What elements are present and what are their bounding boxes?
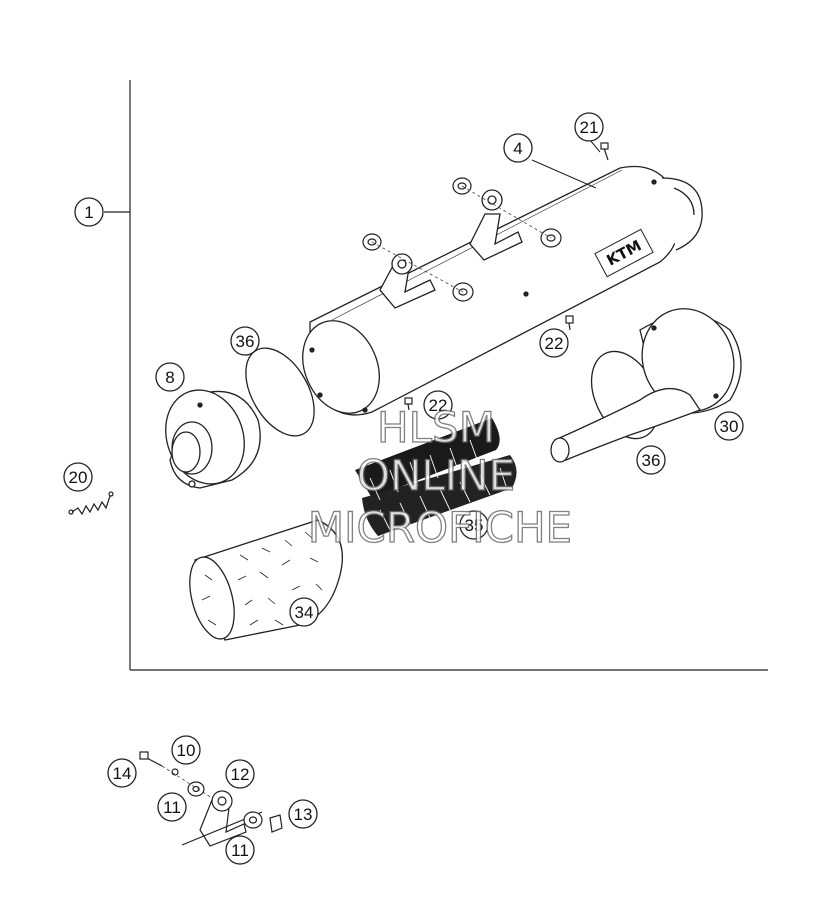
- callout-11-bottom: 11: [225, 835, 255, 865]
- svg-text:30: 30: [720, 417, 739, 436]
- svg-text:22: 22: [429, 396, 448, 415]
- svg-text:22: 22: [545, 334, 564, 353]
- svg-text:11: 11: [163, 798, 181, 817]
- screw-22-bottom: [404, 397, 413, 411]
- end-cap-8: [165, 389, 261, 489]
- svg-text:MICROFICHE: MICROFICHE: [308, 503, 572, 552]
- svg-text:12: 12: [231, 765, 250, 784]
- screw-22-top: [565, 315, 574, 331]
- leader-lines: [531, 139, 601, 189]
- svg-text:35: 35: [465, 516, 484, 535]
- svg-text:11: 11: [231, 841, 249, 860]
- damping-wool-35: [355, 418, 517, 536]
- callout-30: 30: [714, 411, 744, 441]
- svg-text:8: 8: [165, 368, 174, 387]
- callout-22-bottom: 22: [423, 390, 453, 420]
- callout-20: 20: [63, 462, 93, 492]
- svg-text:1: 1: [84, 203, 93, 222]
- callout-11-top: 11: [157, 792, 187, 822]
- svg-text:20: 20: [69, 468, 88, 487]
- svg-text:14: 14: [113, 764, 132, 783]
- svg-text:36: 36: [642, 451, 661, 470]
- silencer-body: [302, 165, 703, 416]
- callout-34: 34: [289, 597, 319, 627]
- callout-1: 1: [74, 197, 104, 227]
- svg-text:HLSM: HLSM: [377, 403, 495, 452]
- svg-text:4: 4: [513, 139, 522, 158]
- dashed-alignment-lines: [371, 185, 552, 293]
- bracket-mount-detail: [139, 751, 283, 847]
- callout-12: 12: [225, 759, 255, 789]
- svg-text:36: 36: [236, 332, 255, 351]
- callout-13: 13: [288, 799, 318, 829]
- svg-text:21: 21: [580, 118, 599, 137]
- watermark: HLSM ONLINE MICROFICHE: [307, 402, 572, 552]
- assembly-bracket: [104, 80, 768, 671]
- callout-35: 35: [459, 510, 489, 540]
- svg-text:34: 34: [295, 603, 314, 622]
- svg-text:ONLINE: ONLINE: [357, 451, 515, 500]
- callout-4: 4: [503, 133, 533, 163]
- callout-22-top: 22: [539, 328, 569, 358]
- callout-8: 8: [155, 362, 185, 392]
- screw-21: [600, 142, 609, 161]
- callout-14: 14: [107, 758, 137, 788]
- spring-20: [68, 491, 114, 516]
- bottom-dashed-lines: [161, 765, 213, 799]
- callout-10: 10: [171, 735, 201, 765]
- callout-36-left: 36: [230, 326, 260, 356]
- inlet-cone-30: [550, 308, 742, 463]
- callout-21: 21: [574, 112, 604, 142]
- svg-text:10: 10: [177, 741, 196, 760]
- callout-36-right: 36: [636, 445, 666, 475]
- svg-text:13: 13: [294, 805, 313, 824]
